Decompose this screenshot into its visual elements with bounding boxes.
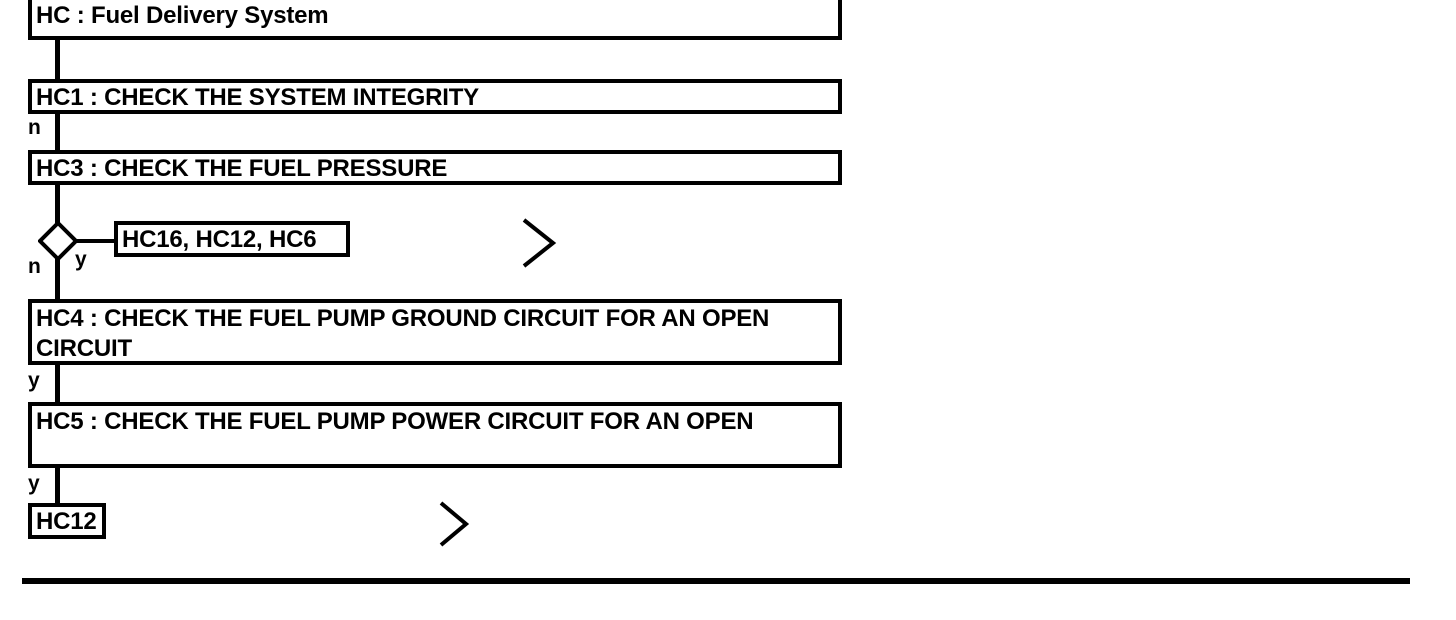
footer-divider	[22, 578, 1410, 584]
diamond-decision-icon[interactable]	[37, 220, 79, 262]
connector-hc5-to-hc12	[55, 468, 60, 503]
diamond-decision-shape	[37, 220, 79, 262]
branch-label-hc5-to-hc12: y	[28, 472, 40, 495]
branch-label-hc4-to-hc5: y	[28, 369, 40, 392]
connector-decision-yes	[75, 239, 115, 243]
branch-label-hc1-to-hc3: n	[28, 116, 41, 139]
node-hc1-label: HC1 : CHECK THE SYSTEM INTEGRITY	[36, 84, 479, 111]
connector-hc4-to-hc5	[55, 365, 60, 402]
node-hc12-label: HC12	[36, 508, 97, 535]
node-root-hc-label: HC : Fuel Delivery System	[36, 2, 329, 29]
connector-hc3-to-decision	[55, 185, 60, 223]
chevron-right-icon-top[interactable]	[520, 216, 560, 270]
node-hc3[interactable]: HC3 : CHECK THE FUEL PRESSURE	[28, 150, 842, 185]
branch-label-decision-yes: y	[75, 248, 87, 271]
node-hc3-label: HC3 : CHECK THE FUEL PRESSURE	[36, 155, 448, 182]
chevron-right-shape-top	[522, 218, 557, 268]
branch-label-decision-no: n	[28, 255, 41, 278]
node-hc12[interactable]: HC12	[28, 503, 106, 539]
node-hc4-label: HC4 : CHECK THE FUEL PUMP GROUND CIRCUIT…	[36, 305, 770, 362]
node-refs-label: HC16, HC12, HC6	[122, 226, 317, 253]
chevron-right-shape-bottom	[439, 501, 470, 547]
node-hc5-label: HC5 : CHECK THE FUEL PUMP POWER CIRCUIT …	[36, 408, 754, 435]
node-hc1[interactable]: HC1 : CHECK THE SYSTEM INTEGRITY	[28, 79, 842, 114]
node-hc5[interactable]: HC5 : CHECK THE FUEL PUMP POWER CIRCUIT …	[28, 402, 842, 468]
node-hc4[interactable]: HC4 : CHECK THE FUEL PUMP GROUND CIRCUIT…	[28, 299, 842, 365]
node-refs-hc16-hc12-hc6[interactable]: HC16, HC12, HC6	[114, 221, 350, 257]
node-root-hc[interactable]: HC : Fuel Delivery System	[28, 0, 842, 40]
chevron-right-icon-bottom[interactable]	[437, 499, 473, 549]
connector-hc1-to-hc3	[55, 114, 60, 150]
connector-decision-no	[55, 258, 60, 299]
connector-root-to-hc1	[55, 40, 60, 79]
